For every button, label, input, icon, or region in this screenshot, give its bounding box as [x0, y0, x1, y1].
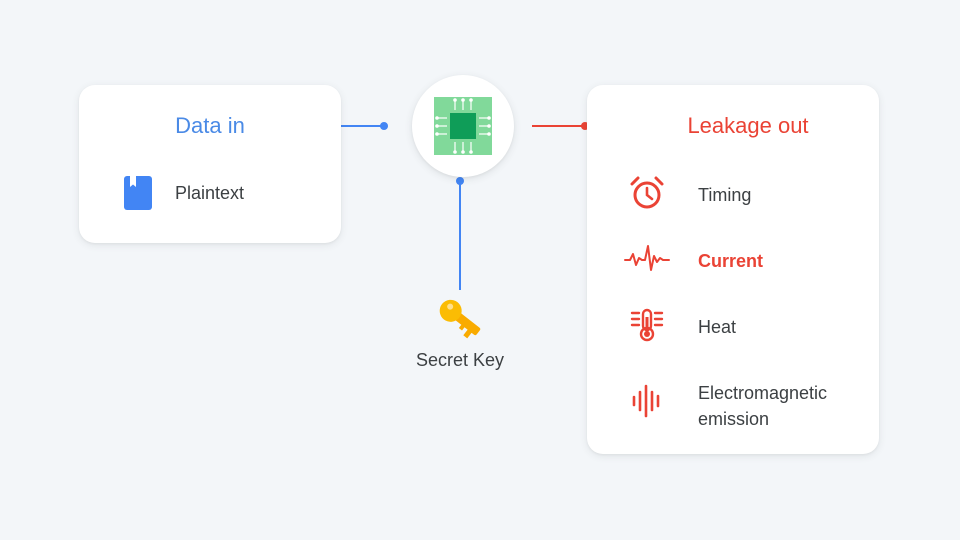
- chip-icon: [434, 97, 492, 155]
- plaintext-label: Plaintext: [175, 183, 245, 203]
- alarm-clock-icon: [630, 176, 664, 209]
- data-in-title: Data in: [175, 113, 245, 138]
- secret-key-label: Secret Key: [415, 350, 505, 370]
- book-icon: [124, 176, 152, 210]
- current-label: Current: [698, 251, 764, 271]
- data-in-connector-dot: [380, 122, 388, 130]
- chip-node: [412, 75, 514, 177]
- thermometer-icon: [630, 308, 664, 342]
- electromagnetic-emission-label: Electromagnetic emission: [698, 383, 828, 429]
- waveform-icon: [624, 245, 670, 271]
- leakage-out-card: Leakage out Timing Current Heat: [587, 85, 879, 454]
- leakage-out-title: Leakage out: [687, 113, 809, 138]
- data-in-card: Data in Plaintext: [79, 85, 341, 243]
- key-icon: [439, 299, 481, 339]
- timing-label: Timing: [698, 185, 752, 205]
- key-connector-dot: [456, 177, 464, 185]
- emission-icon: [632, 384, 660, 418]
- heat-label: Heat: [698, 317, 737, 337]
